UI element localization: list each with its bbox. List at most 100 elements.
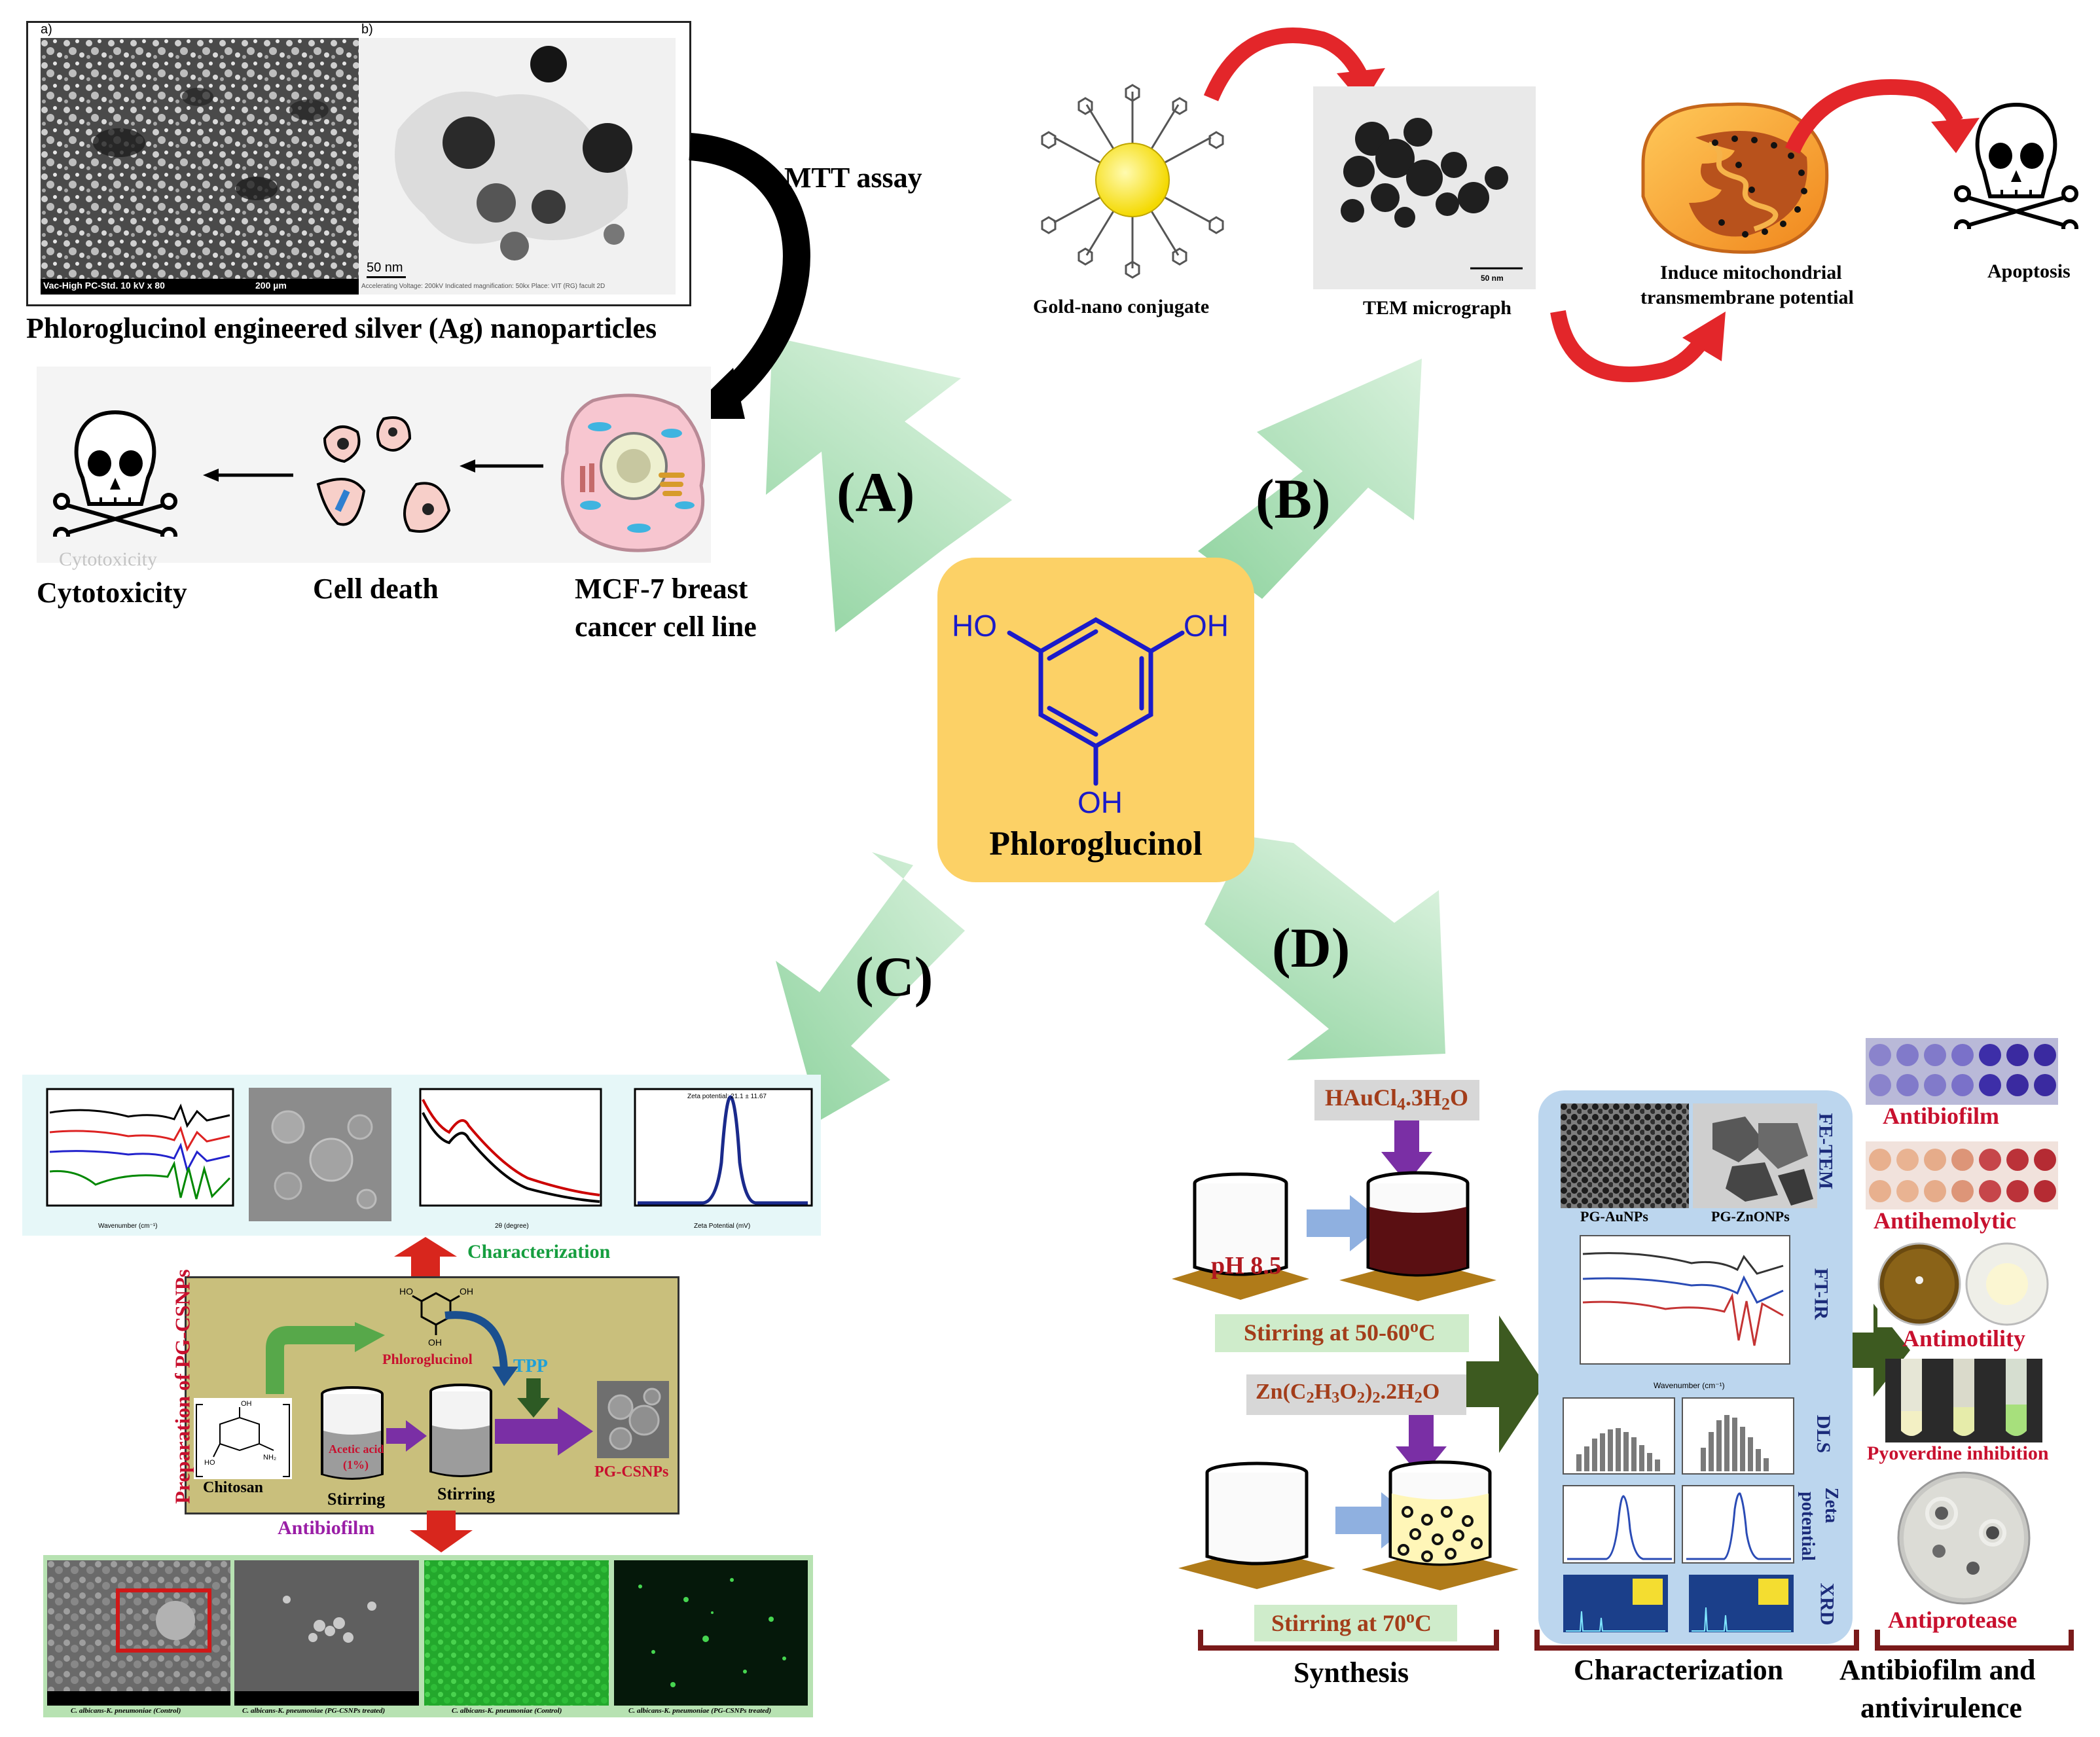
- cell-line-label-2: cancer cell line: [575, 611, 757, 643]
- dark-green-arrow-1: [1466, 1316, 1545, 1453]
- sem-image: [41, 38, 359, 295]
- silver-np-title: Phloroglucinol engineered silver (Ag) na…: [26, 312, 657, 344]
- zeta-annotation-c: Zeta potential: 21.1 ± 11.67: [687, 1093, 767, 1100]
- red-up-arrow: [394, 1237, 457, 1276]
- ftir-chart-c: [46, 1088, 234, 1207]
- characterization-label-d: Characterization: [1574, 1654, 1784, 1686]
- stirring-box-1: [1215, 1314, 1469, 1352]
- beaker-stirring: [429, 1384, 492, 1477]
- red-arrow-2: [1550, 310, 1726, 382]
- arrow-left-icon: [203, 469, 293, 482]
- cytotoxicity-label: Cytotoxicity: [37, 577, 187, 609]
- stirring-label-d1: Stirring at 50-60oC: [1244, 1317, 1436, 1346]
- apoptosis-skull-icon: [1954, 102, 2078, 229]
- xrd-label: XRD: [1816, 1583, 1838, 1626]
- xrd-chart-d: [1563, 1575, 1794, 1632]
- svg-text:OH: OH: [460, 1286, 473, 1297]
- pgcsnps-label: PG-CSNPs: [594, 1463, 669, 1480]
- tem-scale: 50 nm: [367, 260, 403, 275]
- antimotility-plates-image: [1877, 1241, 2050, 1327]
- antibiofilm-label-d: Antibiofilm: [1883, 1103, 2000, 1129]
- tpp-label: TPP: [513, 1356, 548, 1376]
- phloroglucinol-box: [937, 558, 1254, 882]
- pyoverdine-tubes-image: [1885, 1359, 2042, 1442]
- tpp-down-arrow: [517, 1378, 550, 1418]
- beaker-ph: [1172, 1172, 1309, 1300]
- phloroglucinol-mini-label: Phloroglucinol: [382, 1351, 473, 1367]
- stirring-label-d2: Stirring at 70oC: [1271, 1607, 1432, 1636]
- zeta-chart-d: [1563, 1485, 1794, 1564]
- haucl4-label: HAuCl4.3H2O: [1325, 1084, 1468, 1114]
- beaker-zinc-np: [1362, 1460, 1519, 1590]
- mtt-assay-label: MTT assay: [784, 162, 922, 194]
- ftir-xlabel-c: Wavenumber (cm⁻¹): [98, 1223, 158, 1230]
- xrd-chart-c: [419, 1088, 602, 1207]
- fetem-au-image: [1561, 1103, 1689, 1208]
- arrow-b: [1198, 359, 1422, 599]
- mito-label-2: transmembrane potential: [1640, 287, 1854, 308]
- phloroglucinol-label: Phloroglucinol: [989, 825, 1203, 863]
- fetem-label: FE-TEM: [1815, 1113, 1837, 1190]
- ph-label: pH 8.5: [1211, 1252, 1282, 1280]
- sem-tag: a): [41, 22, 52, 37]
- zinc-acetate-label: Zn(C2H3O2)2.2H2O: [1256, 1380, 1440, 1407]
- cell-line-label-1: MCF-7 breast: [575, 573, 748, 605]
- biofilm-cls-control: [424, 1560, 609, 1706]
- oh-label-left: HO: [952, 609, 997, 643]
- preparation-vertical-label: Preparation of PG-CSNPs: [170, 1269, 194, 1504]
- tem-gold-scale: 50 nm: [1481, 274, 1504, 283]
- tem-tag: b): [361, 22, 373, 37]
- pgcsnp-sem-image: [249, 1088, 391, 1221]
- section-label-a: (A): [837, 461, 915, 524]
- chitosan-label: Chitosan: [203, 1479, 264, 1496]
- arrow-a: [766, 337, 1012, 632]
- svg-text:OH: OH: [241, 1400, 252, 1408]
- beaker-gold: [1339, 1171, 1496, 1301]
- biofilm-caption-4: C. albicans-K. pneumoniae (PG-CSNPs trea…: [628, 1707, 772, 1715]
- section-label-b: (B): [1256, 467, 1331, 530]
- tem-scale-bar: [367, 276, 406, 278]
- purple-arrow-2: [495, 1407, 593, 1456]
- antivirulence-label-2: antivirulence: [1860, 1692, 2022, 1724]
- zeta-label-1: Zeta: [1821, 1487, 1842, 1524]
- fetem-zno-image: [1693, 1103, 1817, 1208]
- ftir-label-d: FT-IR: [1810, 1268, 1832, 1320]
- beaker-acetic: [321, 1386, 384, 1480]
- biofilm-cls-treated: [614, 1560, 808, 1706]
- chitosan-structure: OH HO NH₂: [194, 1398, 292, 1479]
- antivirulence-label-1: Antibiofilm and: [1839, 1654, 2036, 1686]
- arrow-left-icon-2: [460, 459, 543, 473]
- purple-down-arrow-1: [1381, 1120, 1432, 1183]
- antihemolytic-label: Antihemolytic: [1874, 1208, 2016, 1234]
- haucl4-box: [1314, 1080, 1479, 1120]
- oh-label-bottom: OH: [1077, 785, 1123, 819]
- pgcsnp-tem-thumb: [597, 1381, 669, 1458]
- purple-arrow-1: [386, 1420, 427, 1452]
- zinc-acetate-box: [1246, 1374, 1466, 1415]
- arrow-d: [1204, 836, 1445, 1060]
- antibiofilm-plate-image: [1866, 1038, 2058, 1105]
- characterization-label-c: Characterization: [467, 1241, 611, 1262]
- antiprotease-plate-image: [1885, 1470, 2042, 1606]
- section-label-d: (D): [1272, 916, 1350, 979]
- stirring-label-1: Stirring: [327, 1490, 386, 1509]
- ftir-chart-d: [1580, 1235, 1790, 1365]
- red-down-arrow: [410, 1511, 473, 1552]
- cytotoxicity-faint: Cytotoxicity: [59, 548, 157, 570]
- beaker-zinc-blank: [1178, 1461, 1335, 1589]
- antibiofilm-label-c: Antibiofilm: [278, 1517, 375, 1539]
- tem-micrograph-gold: [1313, 86, 1536, 289]
- pyoverdine-label: Pyoverdine inhibition: [1867, 1442, 2049, 1464]
- gold-nano-label: Gold-nano conjugate: [1033, 296, 1210, 317]
- svg-text:OH: OH: [428, 1337, 442, 1348]
- biofilm-caption-3: C. albicans-K. pneumoniae (Control): [452, 1707, 562, 1715]
- biofilm-sem-treated: [234, 1560, 419, 1706]
- bottom-brackets: [1198, 1630, 2074, 1651]
- svg-text:NH₂: NH₂: [263, 1454, 276, 1461]
- stirring-label-2: Stirring: [437, 1484, 496, 1503]
- gold-nano-conjugate-icon: [1041, 84, 1224, 279]
- synthesis-label: Synthesis: [1294, 1656, 1409, 1689]
- svg-text:HO: HO: [204, 1459, 215, 1467]
- dls-chart-d: [1563, 1397, 1794, 1475]
